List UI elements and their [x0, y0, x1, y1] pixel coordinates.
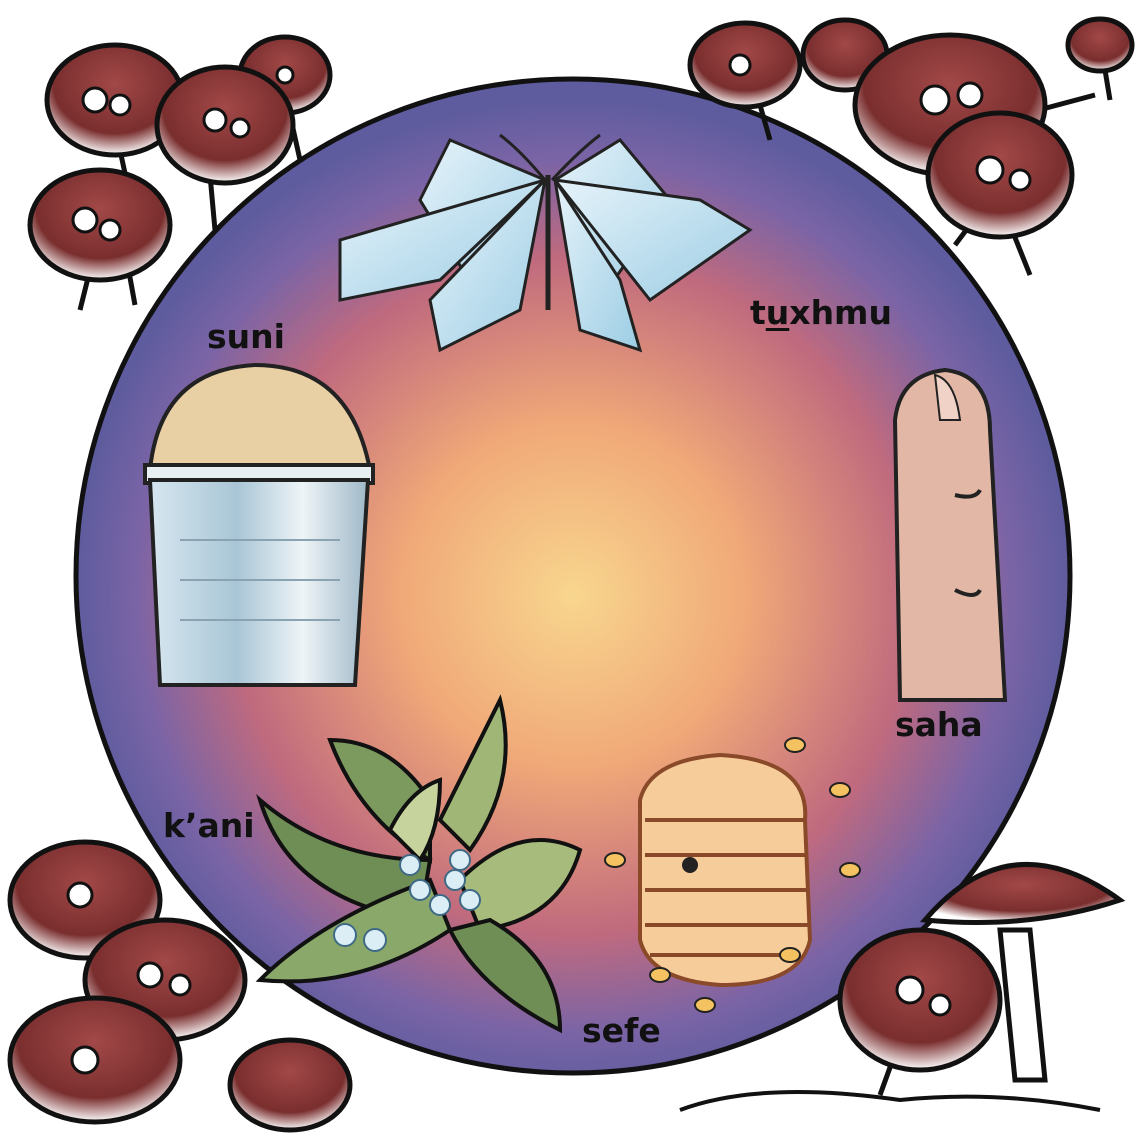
label-sefe: sefe [582, 1014, 661, 1047]
label-tuxhmu-underlined-u: u [766, 293, 790, 332]
label-tuxhmu-end: xhmu [789, 293, 892, 332]
label-saha: saha [895, 708, 983, 741]
label-suni: suni [207, 320, 285, 353]
label-kani: k’ani [163, 809, 255, 842]
label-tuxhmu-start: t [750, 293, 766, 332]
finger-icon [895, 370, 1005, 700]
seed-can-icon [145, 365, 373, 685]
label-tuxhmu: tuxhmu [750, 296, 892, 329]
